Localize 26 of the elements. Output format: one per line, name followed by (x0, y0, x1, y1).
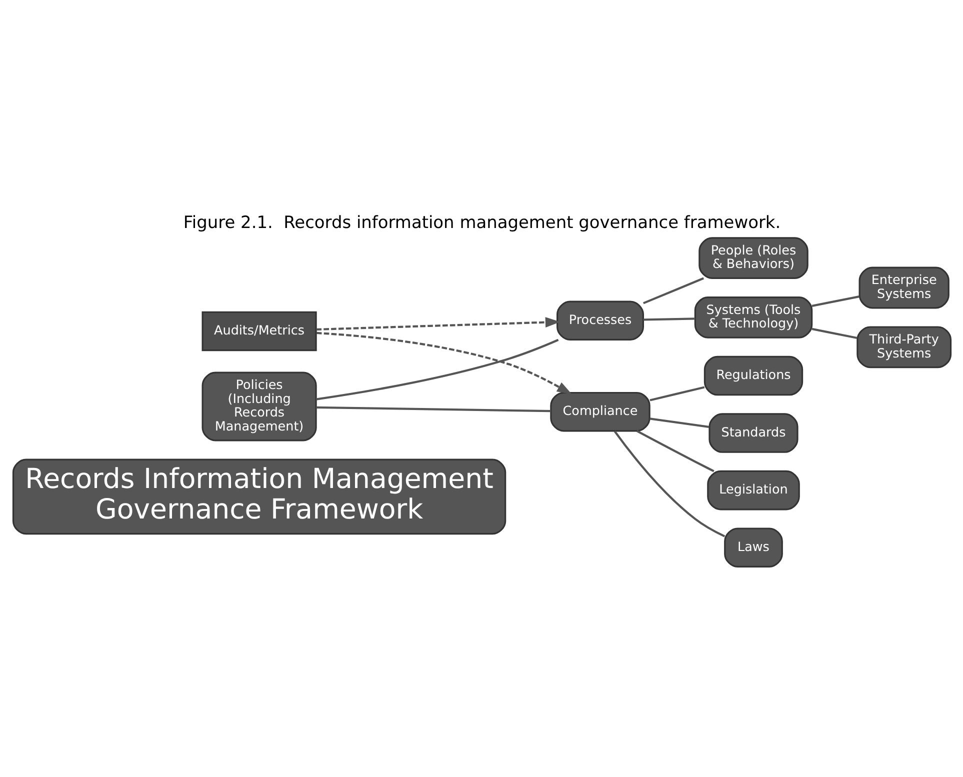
node-box: Standards (708, 413, 798, 453)
node-box: Records Information Management Governance Framework (12, 458, 506, 535)
connector (649, 386, 704, 402)
arrow (316, 332, 572, 394)
arrow (316, 317, 560, 331)
node-box: Audits/Metrics (201, 311, 316, 352)
node-box: Laws (724, 528, 782, 568)
node-box: Enterprise Systems (858, 266, 949, 309)
connector (642, 277, 704, 304)
connector (649, 418, 709, 428)
node-box: Systems (Tools & Technology) (694, 296, 812, 338)
connector (811, 296, 859, 307)
node-box: Compliance (550, 392, 650, 432)
connector (316, 406, 550, 412)
node-box: Regulations (703, 356, 803, 396)
diagram-title: Figure 2.1. Records information management governance framework. (182, 212, 780, 232)
connector (315, 338, 558, 400)
connector (613, 430, 725, 538)
connector (636, 430, 714, 472)
node-box: Policies (Including Records Management) (201, 372, 316, 442)
connector (642, 318, 695, 321)
node-box: Third-Party Systems (856, 326, 952, 368)
node-box: People (Roles & Behaviors) (698, 237, 808, 279)
node-box: Legislation (706, 470, 800, 510)
connector (811, 328, 857, 340)
node-box: Processes (556, 300, 644, 340)
